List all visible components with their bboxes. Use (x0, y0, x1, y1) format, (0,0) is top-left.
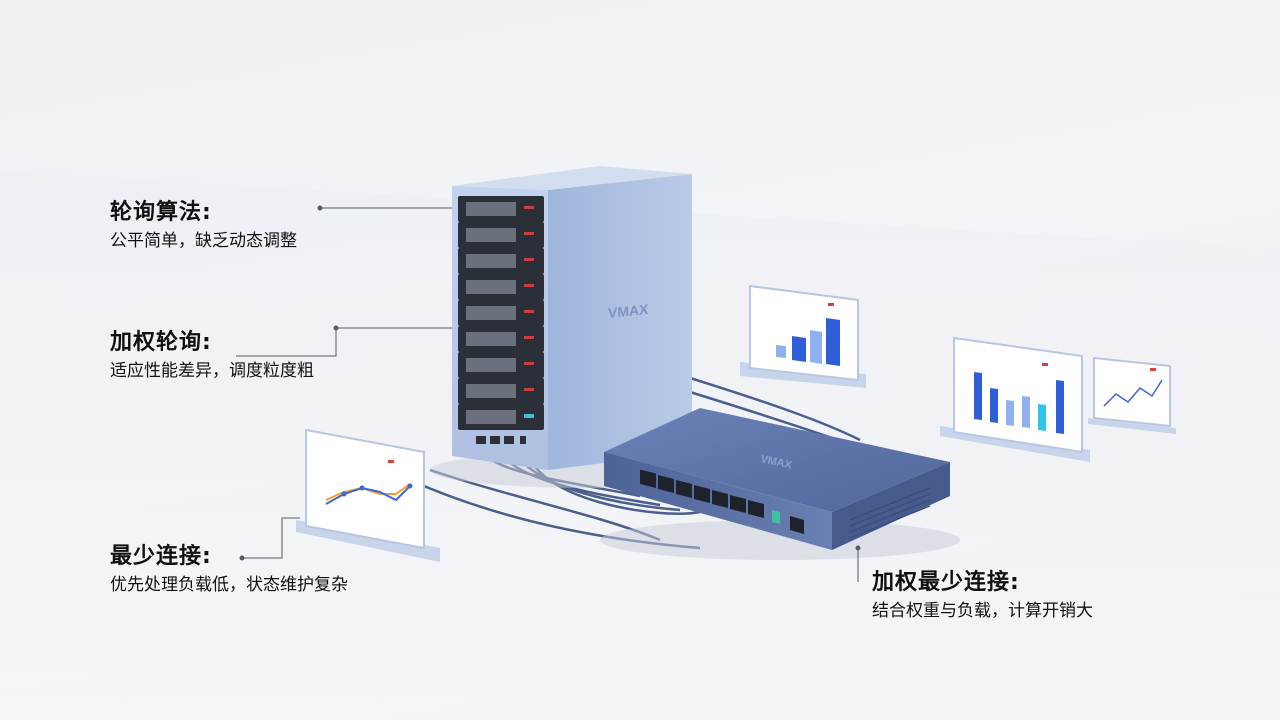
label-least-connections: 最少连接: 优先处理负载低，状态维护复杂 (110, 542, 348, 598)
label-description: 公平简单，缺乏动态调整 (110, 231, 297, 251)
label-description: 优先处理负载低，状态维护复杂 (110, 575, 348, 595)
line-chart-icon (1088, 356, 1176, 434)
label-round-robin: 轮询算法: 公平简单，缺乏动态调整 (110, 198, 297, 254)
label-weighted-least-connections: 加权最少连接: 结合权重与负载，计算开销大 (872, 568, 1093, 624)
label-title: 加权轮询: (110, 330, 212, 355)
label-title: 最少连接: (110, 544, 212, 569)
label-title: 加权最少连接: (872, 570, 1020, 595)
bar-chart-icon (740, 284, 866, 388)
label-description: 适应性能差异，调度粒度粗 (110, 361, 314, 381)
svg-text:VMAX: VMAX (608, 301, 649, 321)
leader-lines (236, 205, 861, 582)
network-switch-icon: VMAX (600, 408, 960, 560)
label-description: 结合权重与负载，计算开销大 (872, 601, 1093, 621)
line-chart-icon (296, 428, 440, 562)
label-title: 轮询算法: (110, 200, 212, 225)
label-weighted-round-robin: 加权轮询: 适应性能差异，调度粒度粗 (110, 328, 314, 384)
drive-bays (458, 196, 544, 430)
bar-chart-icon (940, 336, 1090, 462)
